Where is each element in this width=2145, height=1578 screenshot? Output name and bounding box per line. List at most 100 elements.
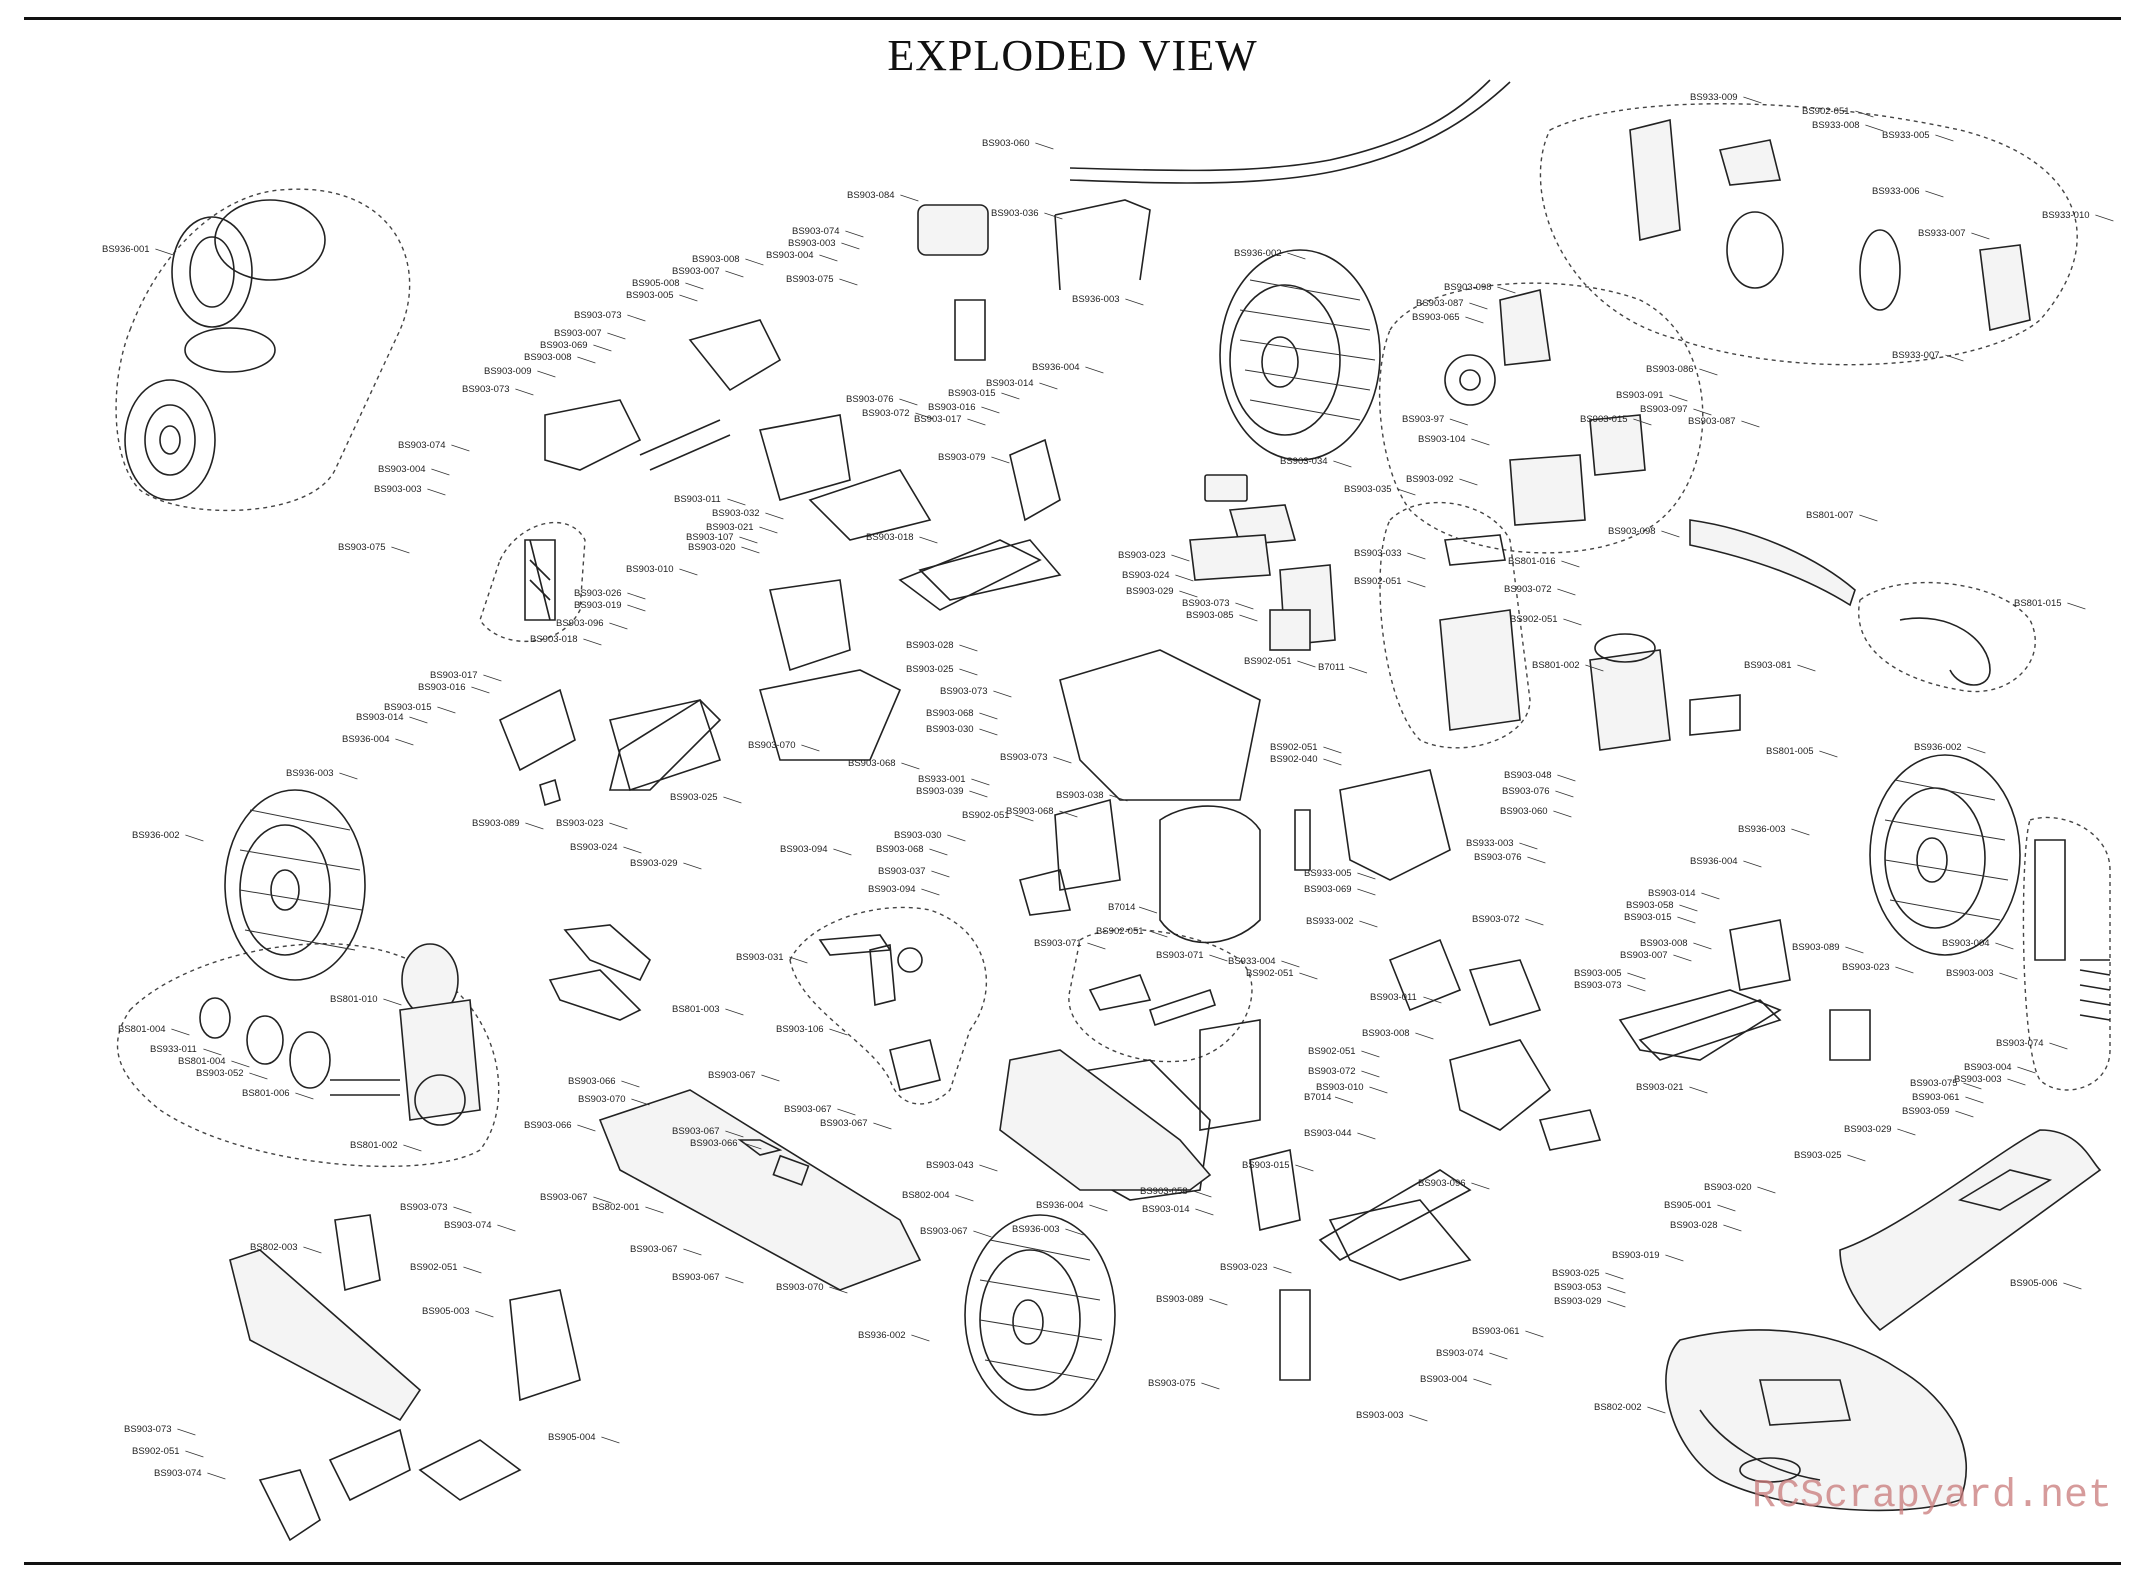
part-label: BS903-068 [876, 844, 924, 855]
part-label: BS905-006 [2010, 1278, 2058, 1289]
part-label: BS903-098 [1608, 526, 1656, 537]
leader-line [645, 1206, 664, 1214]
leader-line [761, 1074, 780, 1082]
part-label: BS902-051 [410, 1262, 458, 1273]
leader-line [593, 344, 612, 352]
leader-line [739, 536, 758, 544]
part-label: BS903-003 [1946, 968, 1994, 979]
part-label: BS933-001 [918, 774, 966, 785]
part-label: BS903-016 [418, 682, 466, 693]
part-label: BS903-074 [398, 440, 446, 451]
part-label: BS903-075 [1910, 1078, 1958, 1089]
leader-line [1209, 954, 1228, 962]
leader-line [1273, 1266, 1292, 1274]
servo-saver-outline [789, 906, 988, 1105]
tank-outline [1379, 501, 1531, 749]
leader-line [1845, 946, 1864, 954]
leader-line [1585, 664, 1604, 672]
part-label: BS801-007 [1806, 510, 1854, 521]
part-label: BS902-051 [1096, 926, 1144, 937]
leader-line [911, 1334, 930, 1342]
part-label: BS903-097 [1640, 404, 1688, 415]
part-label: BS801-016 [1508, 556, 1556, 567]
leader-line [525, 822, 544, 830]
part-label: BS903-067 [630, 1244, 678, 1255]
leader-line [1409, 1414, 1428, 1422]
leader-line [1471, 438, 1490, 446]
leader-line [841, 242, 860, 250]
part-label: BS903-004 [1420, 1374, 1468, 1385]
part-label: BS933-005 [1882, 130, 1930, 141]
leader-line [1955, 1110, 1974, 1118]
part-label: BS903-081 [1744, 660, 1792, 671]
leader-line [1348, 666, 1368, 674]
side-guard-part [999, 1049, 1212, 1191]
part-label: BS903-007 [1620, 950, 1668, 961]
part-label: BS905-004 [548, 1432, 596, 1443]
part-label: BS903-079 [938, 452, 986, 463]
leader-line [1209, 1298, 1228, 1306]
leader-line [1175, 574, 1194, 582]
part-label: BS903-015 [1580, 414, 1628, 425]
part-label: BS903-003 [1954, 1074, 2002, 1085]
part-label: BS903-023 [1842, 962, 1890, 973]
leader-line [973, 1230, 992, 1238]
leader-line [1465, 316, 1484, 324]
wheel-rear-right [1869, 754, 2021, 956]
part-label: BS933-011 [150, 1044, 197, 1055]
part-label: BS903-089 [1156, 1294, 1204, 1305]
part-label: BS903-028 [1670, 1220, 1718, 1231]
leader-line [979, 1164, 998, 1172]
leader-line [959, 668, 978, 676]
part-label: BS903-037 [878, 866, 926, 877]
leader-line [900, 194, 919, 202]
part-label: BS903-087 [1688, 416, 1736, 427]
fuel-line-part [1069, 79, 1511, 184]
leader-line [409, 716, 428, 724]
part-label: BS903-070 [578, 1094, 626, 1105]
rear-shock-outline [2022, 816, 2111, 1091]
leader-line [959, 644, 978, 652]
part-label: BS903-061 [1472, 1326, 1520, 1337]
part-label: BS903-005 [1574, 968, 1622, 979]
part-label: BS903-018 [866, 532, 914, 543]
leader-line [829, 1028, 848, 1036]
leader-line [1281, 960, 1300, 968]
part-label: BS903-074 [792, 226, 840, 237]
leader-line [1361, 1050, 1380, 1058]
leader-line [1001, 392, 1020, 400]
part-label: BS801-015 [2014, 598, 2062, 609]
part-label: BS903-008 [692, 254, 740, 265]
group-outlines [115, 103, 2111, 1168]
leader-line [1039, 382, 1058, 390]
part-label: BS903-024 [570, 842, 618, 853]
leader-line [837, 1108, 856, 1116]
part-label: BS903-025 [1552, 1268, 1600, 1279]
leader-line [627, 604, 646, 612]
leader-line [979, 728, 998, 736]
part-label: BS903-084 [847, 190, 895, 201]
part-label: BS902-051 [962, 810, 1010, 821]
part-label: BS903-029 [630, 858, 678, 869]
leader-line [1607, 1300, 1626, 1308]
part-label: BS936-004 [342, 734, 390, 745]
leader-line [1299, 972, 1318, 980]
part-label: BS903-004 [378, 464, 426, 475]
leader-line [979, 712, 998, 720]
leader-line [1945, 354, 1964, 362]
part-label: BS903-106 [776, 1024, 824, 1035]
leader-line [1627, 972, 1646, 980]
leader-line [1797, 664, 1816, 672]
part-label: B7011 [1318, 662, 1345, 673]
part-label: BS903-035 [1344, 484, 1392, 495]
part-label: BS933-003 [1466, 838, 1514, 849]
part-label: BS903-028 [906, 640, 954, 651]
part-label: BS903-039 [916, 786, 964, 797]
top-border-rule [24, 17, 2121, 20]
leader-line [1757, 1186, 1776, 1194]
body-shell-part [1665, 1329, 1968, 1512]
part-label: BS933-004 [1228, 956, 1276, 967]
leader-line [993, 690, 1012, 698]
leader-line [1525, 918, 1544, 926]
leader-line [1015, 814, 1034, 822]
